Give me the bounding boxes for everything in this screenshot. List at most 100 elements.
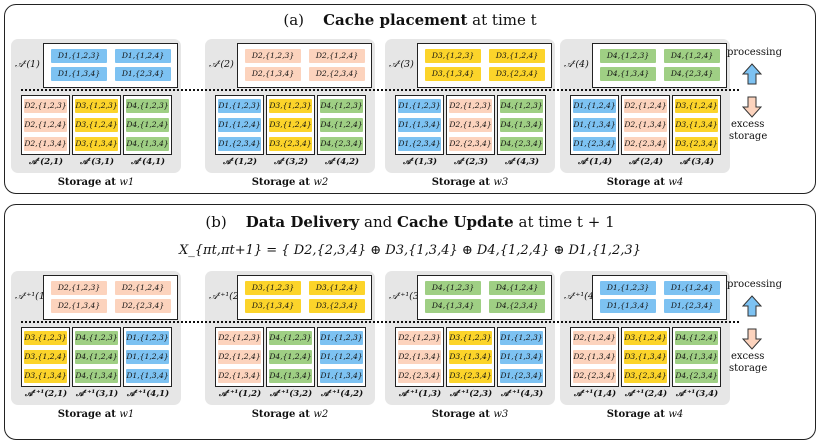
worker-panel: 𝒜ᵗ⁺¹(1)D2,{1,2,3}D2,{1,2,4}D2,{1,3,4}D2,… <box>11 271 181 405</box>
storage-set-label: 𝒜ᵗ⁺¹(3,1) <box>75 389 119 399</box>
storage-set-label: 𝒜ᵗ⁺¹(1,3) <box>398 389 442 399</box>
data-block: D4,{1,3,4} <box>269 369 312 383</box>
data-block: D4,{1,2,4} <box>269 350 312 364</box>
data-block: D4,{1,3,4} <box>126 137 169 151</box>
storage-box: D3,{1,2,3}D3,{1,2,4}D3,{1,3,4} <box>21 327 70 387</box>
data-block: D3,{1,3,4} <box>449 350 492 364</box>
arrow-down-icon <box>742 96 762 118</box>
worker-caption: Storage at w3 <box>385 177 555 188</box>
data-block: D2,{1,2,4} <box>573 331 616 345</box>
data-block: D3,{1,2,3} <box>449 331 492 345</box>
storage-set-label: 𝒜ᵗ(4,1) <box>130 157 166 167</box>
storage-set-label: 𝒜ᵗ(3,4) <box>679 157 715 167</box>
data-block: D1,{1,2,4} <box>126 350 169 364</box>
worker-name: w2 <box>313 409 329 420</box>
worker-name: w3 <box>493 177 509 188</box>
data-block: D3,{1,3,4} <box>624 350 667 364</box>
data-block: D2,{1,2,4} <box>24 118 67 132</box>
data-block: D1,{2,3,4} <box>398 137 441 151</box>
storage-set-label: 𝒜ᵗ(1,3) <box>402 157 438 167</box>
data-block: D1,{1,3,4} <box>600 299 656 313</box>
data-block: D1,{1,3,4} <box>573 118 616 132</box>
data-block: D3,{1,3,4} <box>24 369 67 383</box>
caption-text: Storage at <box>431 177 494 188</box>
worker-panel: 𝒜ᵗ⁺¹(4)D1,{1,2,3}D1,{1,2,4}D1,{1,3,4}D1,… <box>560 271 730 405</box>
panel-a: (a) Cache placement at time t 𝒜ᵗ(1)D1,{1… <box>4 4 816 194</box>
data-block: D4,{1,3,4} <box>75 369 118 383</box>
data-block: D1,{1,3,4} <box>126 369 169 383</box>
data-block: D3,{1,2,4} <box>24 350 67 364</box>
storage-set-label: 𝒜ᵗ(3,2) <box>273 157 309 167</box>
storage-set-label: 𝒜ᵗ⁺¹(1,2) <box>218 389 262 399</box>
processing-set-label: 𝒜ᵗ(3) <box>389 59 414 70</box>
storage-box: D3,{1,2,3}D3,{1,2,4}D3,{2,3,4} <box>266 95 315 155</box>
storage-box: D1,{1,2,3} D1,{1,2,4} D1,{1,3,4} <box>123 327 172 387</box>
data-block: D4,{1,2,4} <box>489 281 545 295</box>
data-block: D2,{2,3,4} <box>624 137 667 151</box>
data-block: D3,{1,3,4} <box>425 67 481 81</box>
caption-text: Storage at <box>251 409 314 420</box>
worker-name: w2 <box>313 177 329 188</box>
storage-box: D4,{1,2,3}D4,{1,2,4}D4,{1,3,4} <box>123 95 172 155</box>
data-block: D3,{1,2,3} <box>425 49 481 63</box>
storage-box: D2,{1,2,3}D2,{1,3,4}D2,{2,3,4} <box>395 327 444 387</box>
data-block: D1,{1,3,4} <box>51 67 107 81</box>
data-block: D1,{1,2,3} <box>126 331 169 345</box>
storage-set-label: 𝒜ᵗ(2,4) <box>628 157 664 167</box>
processing-box: D4,{1,2,3}D4,{1,2,4}D4,{1,3,4}D4,{2,3,4} <box>592 43 727 88</box>
caption-text: Storage at <box>431 409 494 420</box>
storage-box: D2,{1,2,4}D2,{1,3,4}D2,{2,3,4} <box>621 95 670 155</box>
storage-label: storage <box>729 363 768 374</box>
storage-set-label: 𝒜ᵗ⁺¹(4,2) <box>320 389 364 399</box>
worker-caption: Storage at w2 <box>205 409 375 420</box>
data-block: D3,{1,2,4} <box>624 331 667 345</box>
data-block: D3,{1,2,3} <box>269 99 312 113</box>
data-block: D1,{1,2,3} <box>218 99 261 113</box>
data-block: D1,{1,2,3} <box>500 331 543 345</box>
processing-storage-separator <box>21 321 739 323</box>
panel-a-title: (a) Cache placement at time t <box>5 11 815 29</box>
data-block: D2,{1,2,4} <box>115 281 171 295</box>
storage-box: D3,{1,2,4}D3,{1,3,4}D3,{2,3,4} <box>621 327 670 387</box>
data-block: D3,{1,2,3} <box>75 99 118 113</box>
caption-text: Storage at <box>606 177 669 188</box>
storage-box: D1,{1,2,4}D1,{1,3,4}D1,{2,3,4} <box>570 95 619 155</box>
storage-set-label: 𝒜ᵗ⁺¹(3,4) <box>675 389 719 399</box>
storage-box: D2,{1,2,4}D2,{1,3,4}D2,{2,3,4} <box>570 327 619 387</box>
data-block: D3,{1,2,4} <box>489 49 545 63</box>
data-block: D2,{2,3,4} <box>573 369 616 383</box>
excess-label: excess <box>731 119 765 130</box>
storage-box: D4,{1,2,3} D4,{1,2,4} D4,{1,3,4} <box>266 327 315 387</box>
data-block: D4,{1,2,3} <box>269 331 312 345</box>
data-block: D4,{1,2,4} <box>320 118 363 132</box>
data-block: D3,{1,3,4} <box>245 299 301 313</box>
data-block: D4,{1,3,4} <box>425 299 481 313</box>
storage-set-label: 𝒜ᵗ(4,3) <box>504 157 540 167</box>
data-block: D4,{1,2,3} <box>320 99 363 113</box>
processing-box: D4,{1,2,3}D4,{1,2,4}D4,{1,3,4}D4,{2,3,4} <box>417 275 552 320</box>
data-block: D2,{1,3,4} <box>449 118 492 132</box>
processing-set-label: 𝒜ᵗ⁺¹(3) <box>389 291 423 302</box>
worker-caption: Storage at w4 <box>560 177 730 188</box>
data-block: D1,{2,3,4} <box>115 67 171 81</box>
data-block: D2,{2,3,4} <box>398 369 441 383</box>
worker-caption: Storage at w2 <box>205 177 375 188</box>
data-block: D1,{1,3,4} <box>320 369 363 383</box>
storage-set-label: 𝒜ᵗ⁺¹(2,3) <box>449 389 493 399</box>
data-block: D1,{1,2,4} <box>664 281 720 295</box>
panel-b-title-bold2: Cache Update <box>397 213 514 231</box>
data-block: D2,{1,3,4} <box>245 67 301 81</box>
worker-panel: 𝒜ᵗ⁺¹(2)D3,{1,2,3}D3,{1,2,4}D3,{1,3,4}D3,… <box>205 271 375 405</box>
storage-set-label: 𝒜ᵗ⁺¹(2,4) <box>624 389 668 399</box>
worker-panel: 𝒜ᵗ⁺¹(3)D4,{1,2,3}D4,{1,2,4}D4,{1,3,4}D4,… <box>385 271 555 405</box>
data-block: D1,{1,2,3} <box>320 331 363 345</box>
worker-caption: Storage at w3 <box>385 409 555 420</box>
panel-b-title-mid: and <box>364 213 393 231</box>
worker-name: w1 <box>119 177 135 188</box>
storage-box: D4,{1,2,3}D4,{1,3,4}D4,{2,3,4} <box>497 95 546 155</box>
data-block: D3,{2,3,4} <box>675 137 718 151</box>
storage-box: D4,{1,2,3}D4,{1,2,4}D4,{1,3,4} <box>72 327 121 387</box>
storage-set-label: 𝒜ᵗ(4,2) <box>324 157 360 167</box>
panel-a-title-bold: Cache placement <box>323 11 468 29</box>
data-block: D4,{2,3,4} <box>500 137 543 151</box>
